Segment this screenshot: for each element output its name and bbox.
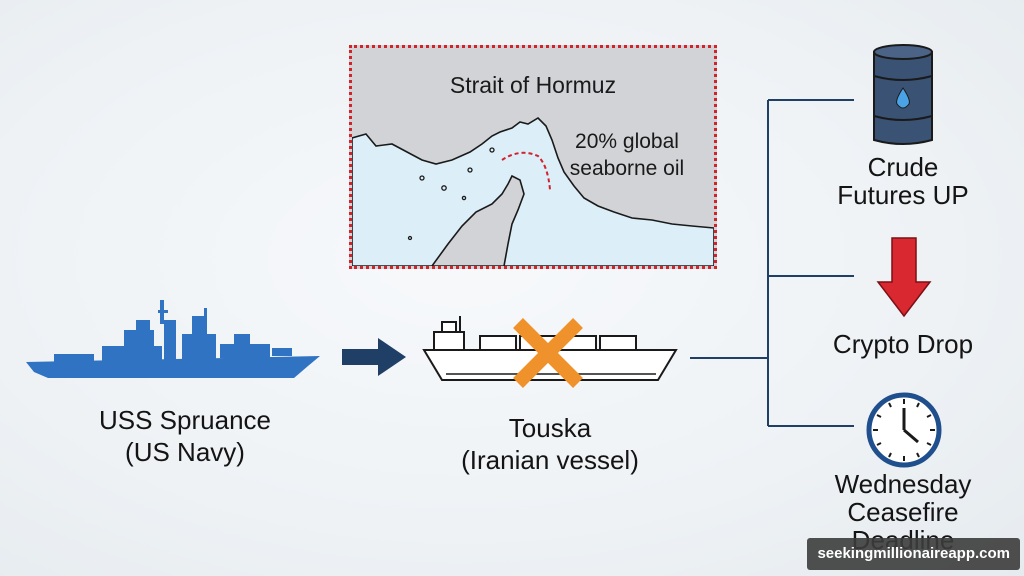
connector-tree <box>690 99 854 427</box>
blocked-x-icon <box>513 318 583 388</box>
warship-affiliation: (US Navy) <box>125 437 245 467</box>
impact-deadline-line1: Wednesday <box>834 469 972 499</box>
map-note-line2: seaborne oil <box>569 157 685 180</box>
impact-oil-line1: Crude <box>867 152 939 182</box>
shipping-route <box>501 151 551 191</box>
cargo-ship-label: Touska (Iranian vessel) <box>420 412 680 476</box>
impact-crypto-label: Crypto Drop <box>798 330 1008 358</box>
impact-deadline-line2: Ceasefire <box>847 497 959 527</box>
sea-area <box>352 116 714 266</box>
down-arrow-icon <box>876 237 932 318</box>
warship-name: USS Spruance <box>99 405 271 435</box>
map-note: 20% global seaborne oil <box>552 128 702 182</box>
map-note-line1: 20% global <box>575 130 679 153</box>
warship-icon <box>26 300 320 378</box>
cargo-ship-name: Touska <box>508 413 592 443</box>
cargo-ship-affiliation: (Iranian vessel) <box>461 445 639 475</box>
strait-map-panel: Strait of Hormuz 20% global seaborne oil <box>349 45 717 269</box>
impact-oil-label: Crude Futures UP <box>808 153 998 209</box>
peninsula <box>431 174 525 266</box>
cargo-ship-icon <box>422 316 678 381</box>
oil-barrel-icon <box>873 44 933 145</box>
watermark: seekingmillionaireapp.com <box>807 538 1020 570</box>
impact-oil-line2: Futures UP <box>837 180 969 210</box>
impact-crypto-line1: Crypto Drop <box>832 329 974 359</box>
map-title: Strait of Hormuz <box>449 72 617 98</box>
warship-label: USS Spruance (US Navy) <box>40 404 330 468</box>
right-arrow-icon <box>342 338 406 376</box>
clock-icon <box>866 392 942 468</box>
strait-map-graphic <box>352 116 714 266</box>
